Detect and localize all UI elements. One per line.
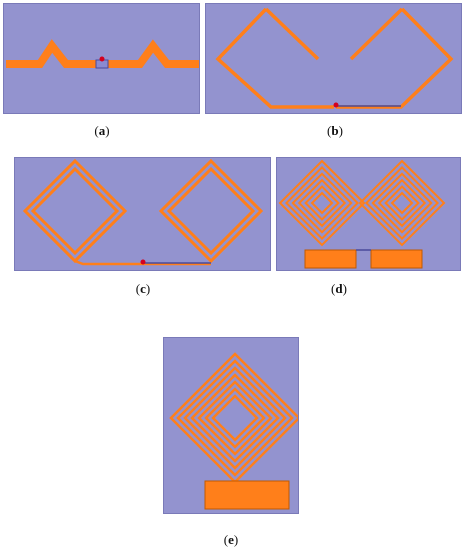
- spiral-turn: [364, 165, 440, 241]
- spiral-turn: [384, 185, 420, 221]
- spiral-turn: [169, 352, 298, 484]
- loop-arm-right: [336, 7, 454, 109]
- panel-d-spiral-pair: [276, 157, 461, 271]
- pad-bottom: [204, 480, 290, 510]
- pad-right: [370, 249, 423, 269]
- caption-d: (d): [331, 281, 347, 296]
- dipole-arm-right: [108, 39, 199, 68]
- spiral-turn: [278, 159, 366, 247]
- spiral-right: [358, 159, 446, 247]
- spiral-turn: [310, 191, 334, 215]
- panel-c-drawing: [22, 158, 264, 266]
- panel-c-double-loop: [14, 157, 271, 271]
- spiral-turn: [291, 172, 353, 234]
- caption-e: (e): [223, 532, 239, 547]
- panel-b-open-loop: [205, 3, 462, 114]
- caption-a: (a): [94, 123, 110, 138]
- spiral-turn: [183, 366, 287, 470]
- panel-a-drawing: [6, 39, 199, 69]
- spiral-turn: [204, 387, 266, 449]
- pad-left: [304, 249, 357, 269]
- panel-e-single-spiral: [163, 337, 299, 514]
- spiral-turn: [211, 394, 259, 442]
- spiral-turn: [190, 373, 280, 463]
- feed-port: [333, 102, 339, 108]
- spiral-turn: [377, 178, 427, 228]
- loop-arm-left-inner: [264, 7, 320, 61]
- caption-c: (c): [135, 281, 151, 296]
- connector-trace: [74, 259, 211, 266]
- loop-arm-right-inner: [349, 7, 404, 61]
- panel-d-drawing: [278, 159, 446, 269]
- spiral-turn: [297, 178, 347, 228]
- spiral-turn: [390, 191, 414, 215]
- spiral-turn: [371, 172, 433, 234]
- spiral-turn: [358, 159, 446, 247]
- spiral-single: [169, 352, 298, 484]
- loop-left: [22, 158, 128, 264]
- panel-a-meander-dipole: [3, 3, 200, 114]
- caption-b: (b): [327, 123, 343, 138]
- panel-e-drawing: [169, 352, 298, 510]
- spiral-turn: [176, 359, 294, 477]
- feed-port: [99, 56, 105, 62]
- dipole-arm-left: [6, 39, 96, 68]
- spiral-turn: [284, 165, 360, 241]
- spiral-left: [278, 159, 366, 247]
- feed-port: [140, 259, 146, 265]
- spiral-turn: [197, 380, 273, 456]
- loop-arm-left: [215, 7, 334, 109]
- spiral-turn: [304, 185, 340, 221]
- panel-b-drawing: [215, 7, 454, 109]
- loop-right: [158, 158, 264, 264]
